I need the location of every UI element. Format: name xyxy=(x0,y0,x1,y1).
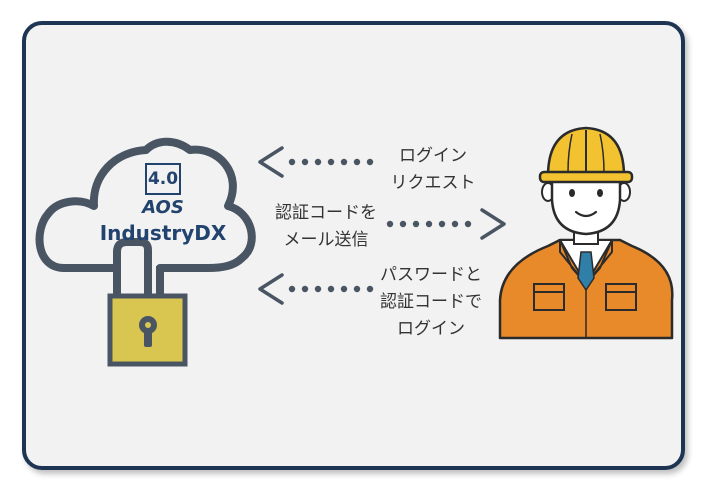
label-line: ログイン xyxy=(376,316,486,343)
worker-icon xyxy=(500,128,672,338)
logo-brand: AOS xyxy=(128,197,198,219)
logo-badge: 4.0 xyxy=(146,166,180,192)
send-code-label: 認証コードを メール送信 xyxy=(266,200,386,254)
label-line: リクエスト xyxy=(380,170,486,197)
padlock-icon xyxy=(110,242,185,364)
arrow-left-icon xyxy=(260,275,373,303)
arrow-left-icon xyxy=(260,148,373,176)
arrow-right-icon xyxy=(387,210,504,238)
label-line: パスワードと xyxy=(376,262,486,289)
login-request-label: ログイン リクエスト xyxy=(380,143,486,197)
label-line: 認証コードを xyxy=(266,200,386,227)
label-line: 認証コードで xyxy=(376,289,486,316)
label-line: ログイン xyxy=(380,143,486,170)
label-line: メール送信 xyxy=(266,227,386,254)
login-with-label: パスワードと 認証コードで ログイン xyxy=(376,262,486,343)
logo-product: IndustryDX xyxy=(92,220,234,246)
